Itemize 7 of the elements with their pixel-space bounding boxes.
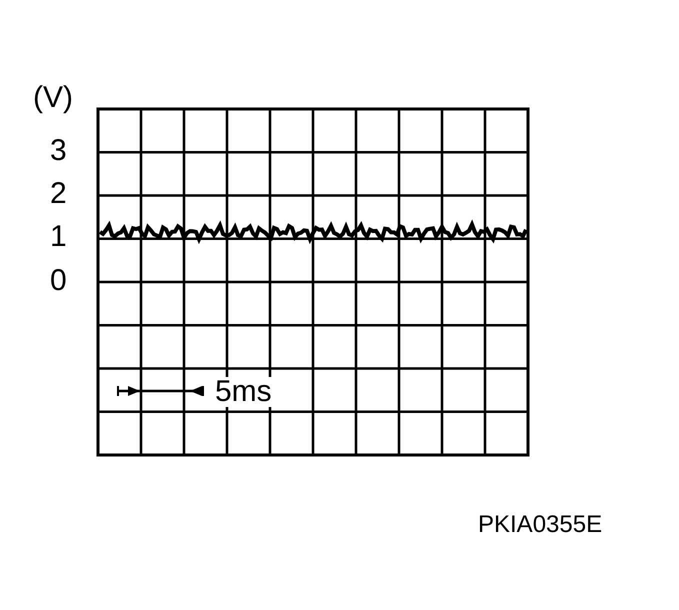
tick-label: 1	[50, 222, 67, 252]
time-scale-label: 5ms	[215, 377, 272, 407]
axis-unit: (V)	[33, 83, 73, 113]
tick-label: 3	[50, 136, 67, 166]
tick-label: 0	[50, 266, 67, 296]
tick-label: 2	[50, 179, 67, 209]
figure-code: PKIA0355E	[478, 513, 602, 537]
